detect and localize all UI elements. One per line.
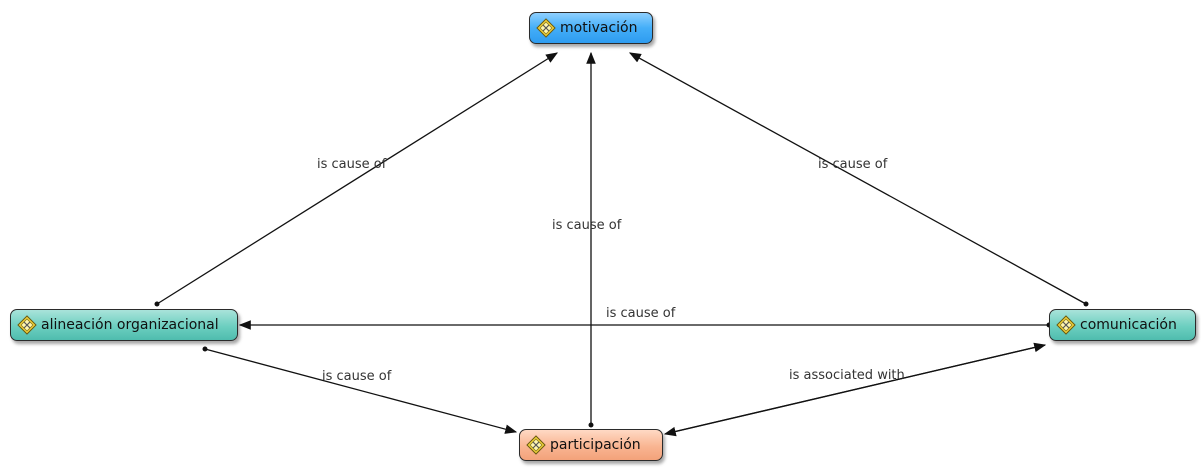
- edge-comunicacion-to-alineacion[interactable]: [238, 320, 1052, 330]
- edge-label-participacion-motivacion: is cause of: [552, 218, 622, 233]
- node-label-alineacion: alineación organizacional: [41, 317, 219, 333]
- edge-participacion-to-motivacion[interactable]: [586, 51, 596, 428]
- node-participacion[interactable]: participación: [519, 429, 663, 461]
- node-label-participacion: participación: [550, 437, 641, 453]
- edge-label-participacion-comunicacion: is associated with: [789, 368, 905, 383]
- edge-label-comunicacion-motivacion: is cause of: [818, 157, 888, 172]
- node-label-comunicacion: comunicación: [1080, 317, 1177, 333]
- node-motivacion[interactable]: motivación: [529, 12, 653, 44]
- edge-alineacion-to-motivacion[interactable]: [154, 52, 559, 307]
- code-node-icon: [526, 435, 546, 455]
- edge-comunicacion-to-motivacion[interactable]: [628, 52, 1089, 307]
- edge-label-alineacion-motivacion: is cause of: [317, 157, 387, 172]
- code-node-icon: [1056, 315, 1076, 335]
- edge-label-alineacion-participacion: is cause of: [322, 369, 392, 384]
- code-node-icon: [536, 18, 556, 38]
- edge-label-comunicacion-alineacion: is cause of: [606, 306, 676, 321]
- edge-alineacion-to-participacion[interactable]: [202, 346, 518, 434]
- node-label-motivacion: motivación: [560, 20, 638, 36]
- code-node-icon: [17, 315, 37, 335]
- node-comunicacion[interactable]: comunicación: [1049, 309, 1196, 341]
- node-alineacion-organizacional[interactable]: alineación organizacional: [10, 309, 238, 341]
- edge-participacion-comunicacion[interactable]: [663, 342, 1047, 437]
